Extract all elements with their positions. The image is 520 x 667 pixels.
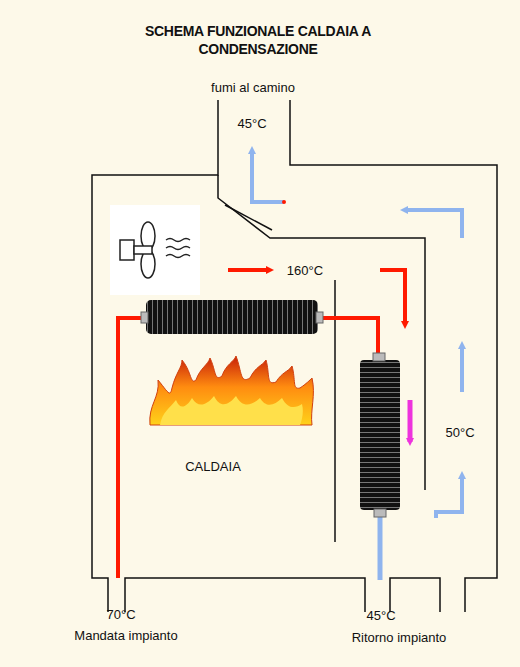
temperature-label: 45°C (237, 116, 266, 131)
exchanger-cap (316, 312, 323, 323)
flow-label: Mandata impianto (74, 628, 177, 643)
housing (92, 100, 497, 612)
housing-wall (290, 100, 497, 612)
condensing-exchanger (360, 360, 400, 510)
fan-icon-ground (110, 205, 200, 295)
diagram-title: SCHEMA FUNZIONALE CALDAIA A CONDENSAZION… (128, 22, 388, 58)
boiler-label: CALDAIA (185, 459, 241, 474)
cooling-gas-arrow (408, 400, 413, 442)
temperature-label: 50°C (445, 425, 474, 440)
return-pipe (378, 510, 383, 580)
exchanger-cap (374, 509, 386, 517)
exchanger-cap (141, 312, 148, 323)
exhaust-dot (282, 200, 286, 204)
exhaust-arrow (252, 150, 284, 202)
fan-hub (134, 246, 152, 254)
fan-motor (120, 240, 134, 260)
housing-wall (125, 578, 365, 612)
hot-gas-arrow (228, 268, 270, 272)
hot-gas-arrow (380, 270, 405, 325)
housing-wall (92, 100, 218, 612)
cool-gas-arrow (436, 475, 462, 518)
return-label: Ritorno impianto (352, 630, 447, 645)
temperature-label: 160°C (287, 263, 323, 278)
temperature-label: 70°C (106, 607, 135, 622)
fan-icon (110, 205, 200, 295)
air-waves (166, 239, 190, 258)
exchanger-cap (373, 353, 385, 361)
flame (150, 356, 314, 425)
chimney-label: fumi al camino (211, 80, 295, 95)
burner-flames (150, 356, 314, 425)
flow-pipe (118, 318, 378, 578)
housing-wall (390, 578, 440, 612)
temperature-label: 45°C (366, 608, 395, 623)
cool-gas-arrow (404, 210, 462, 238)
flame-core (160, 396, 303, 425)
primary-exchanger (146, 300, 318, 334)
flue-baffle (225, 205, 272, 230)
cool-gas-arrow (460, 345, 464, 392)
